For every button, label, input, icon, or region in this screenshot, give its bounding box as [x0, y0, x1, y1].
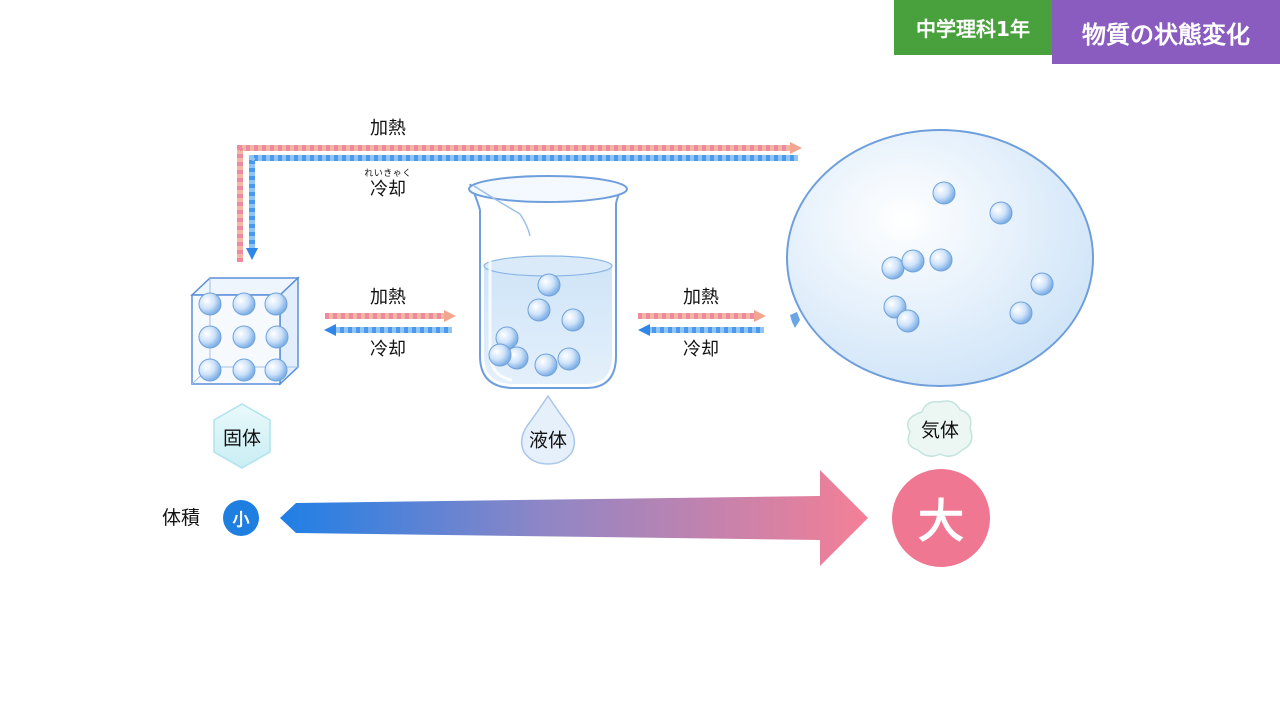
volume-large-circle [892, 469, 990, 567]
solid-hexagon-icon [213, 403, 271, 469]
gas-particles [881, 181, 1054, 333]
solid-liquid-heat-label: 加熱 [370, 287, 406, 308]
unit-title-text: 物質の状態変化 [1082, 20, 1250, 49]
grade-badge-text: 中学理科1年 [916, 17, 1030, 41]
volume-small-text: 小 [232, 510, 250, 531]
volume-large-text: 大 [918, 494, 964, 548]
solid-state-label: 固体 [222, 427, 262, 450]
solid-liquid-cool-label: 冷却 [370, 339, 406, 360]
grade-badge: 中学理科1年 [894, 0, 1052, 55]
solid-liquid-cool-arrow [324, 324, 452, 336]
liquid-gas-heat-label: 加熱 [683, 287, 719, 308]
top-cool-text: 冷却 [369, 179, 406, 200]
top-heating-arrow [237, 142, 802, 262]
liquid-particles [488, 273, 585, 377]
top-cooling-arrow [246, 155, 798, 260]
volume-label: 体積 [162, 507, 201, 529]
top-heat-label: 加熱 [370, 118, 406, 139]
gas-cloud-icon [907, 400, 973, 457]
solid-liquid-heat-arrow [325, 310, 456, 322]
solid-cube [190, 276, 300, 386]
liquid-state-label: 液体 [528, 429, 568, 452]
top-cool-ruby: れいきゃく [364, 169, 412, 179]
liquid-gas-cool-label: 冷却 [683, 339, 719, 360]
liquid-gas-cool-arrow [638, 324, 764, 336]
liquid-drop-icon [520, 394, 576, 465]
volume-gradient-arrow [280, 470, 868, 566]
liquid-gas-heat-arrow [638, 310, 766, 322]
volume-small-circle [223, 500, 259, 536]
top-cool-label: れいきゃく 冷却 [364, 170, 412, 199]
gas-balloon [786, 129, 1094, 387]
liquid-beaker [468, 175, 628, 389]
unit-title-badge: 物質の状態変化 [1052, 0, 1280, 64]
gas-state-label: 気体 [920, 419, 960, 442]
solid-particles [198, 292, 289, 382]
